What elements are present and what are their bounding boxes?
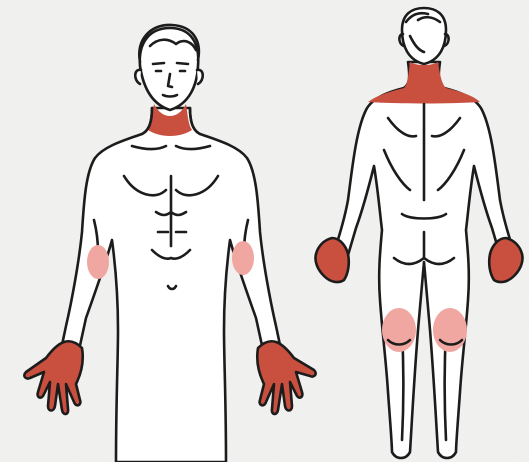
front-right-ear	[197, 70, 203, 84]
front-left-ear	[135, 70, 141, 84]
front-right-forearm-patch	[232, 241, 254, 275]
front-left-forearm-patch	[87, 245, 109, 279]
